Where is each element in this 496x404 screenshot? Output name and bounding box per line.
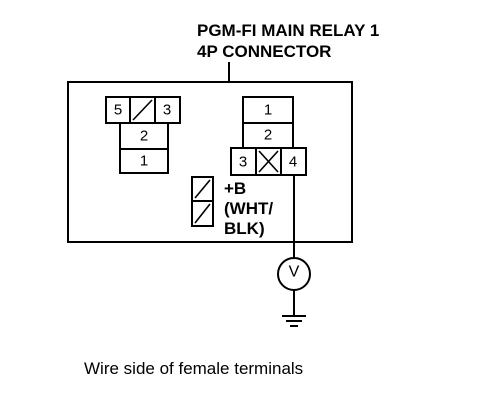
voltmeter-symbol: V xyxy=(289,264,300,281)
connector-title-line1: PGM-FI MAIN RELAY 1 xyxy=(197,21,379,40)
unused-terminal-mark xyxy=(132,99,153,121)
voltmeter-icon: V xyxy=(277,257,311,291)
legend-label-line3: BLK) xyxy=(224,219,265,238)
left-connector: 5 3 2 1 xyxy=(105,96,181,174)
connector-frame xyxy=(67,81,353,243)
legend-wire-box-2 xyxy=(191,200,214,227)
connector-title-line2: 4P CONNECTOR xyxy=(197,42,331,61)
pin-label-1: 1 xyxy=(140,153,148,170)
legend-label-line2: (WHT/ xyxy=(224,199,273,218)
pin-label-3: 3 xyxy=(163,102,171,119)
pin-label-1: 1 xyxy=(264,102,272,119)
ground-icon xyxy=(282,315,306,327)
right-connector-row-3 xyxy=(230,147,307,176)
left-connector-bottom-row xyxy=(119,148,169,174)
right-connector: 1 2 3 4 xyxy=(230,96,307,176)
diagram-caption: Wire side of female terminals xyxy=(84,359,303,378)
pin-label-2: 2 xyxy=(140,128,148,145)
legend-label-line1: +B xyxy=(224,179,246,198)
pin-label-3: 3 xyxy=(239,154,247,171)
legend: +B (WHT/ BLK) xyxy=(191,176,273,238)
pin-label-4: 4 xyxy=(289,154,297,171)
pin-label-5: 5 xyxy=(114,102,122,119)
pin-label-2: 2 xyxy=(264,127,272,144)
